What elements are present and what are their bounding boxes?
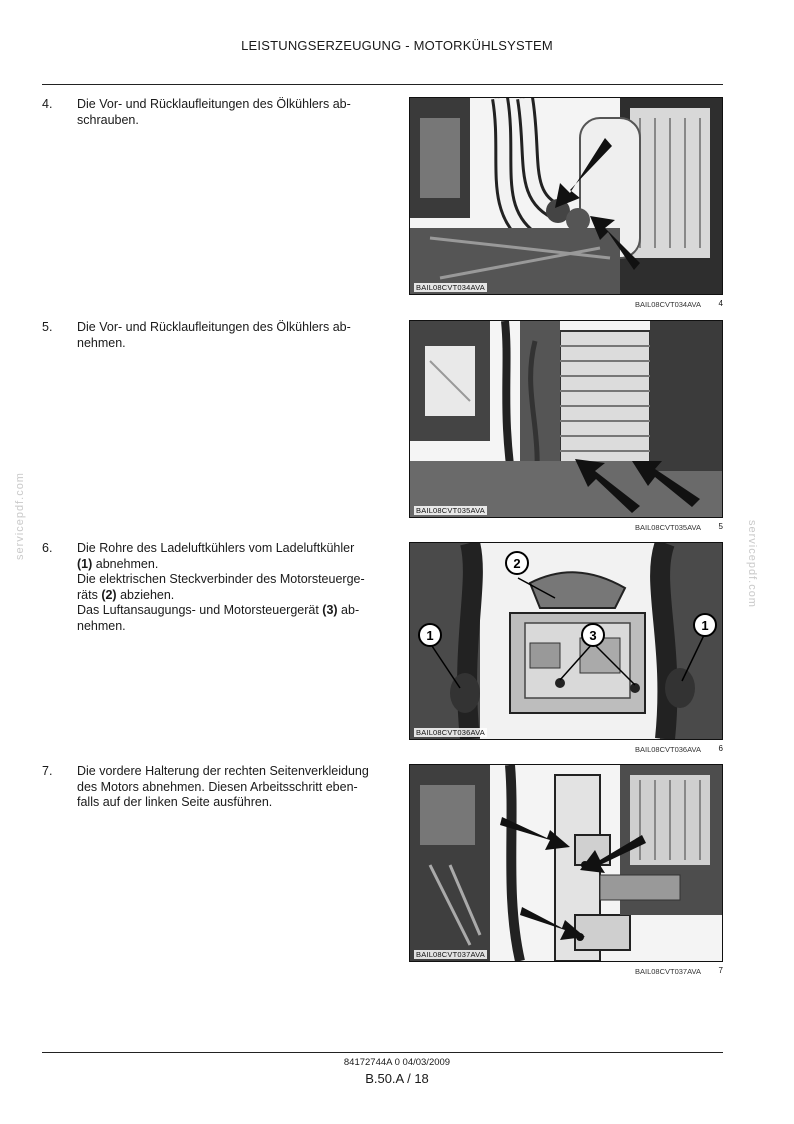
step-text: Die Vor- und Rücklaufleitungen des Ölküh…	[77, 320, 387, 351]
step-line: nehmen.	[77, 618, 126, 633]
step-line: Die Vor- und Rücklaufleitungen des Ölküh…	[77, 97, 351, 111]
step-line: Das Luftansaugungs- und Motorsteuergerät…	[77, 603, 360, 617]
footer-document-reference: 84172744A 0 04/03/2009	[343, 1057, 451, 1068]
step-line: Die Rohre des Ladeluftkühlers vom Ladelu…	[77, 541, 355, 555]
step-line: falls auf der linken Seite ausführen.	[77, 795, 273, 809]
step-line: räts (2) abziehen.	[77, 587, 175, 602]
photo-code: BAIL08CVT036AVA	[414, 728, 488, 737]
callout-reference: (3)	[322, 603, 338, 617]
step-text: Die vordere Halterung der rechten Seiten…	[77, 764, 387, 811]
header-rule	[42, 84, 723, 85]
oil-cooler-removal-illustration	[410, 321, 722, 517]
step-line: Die Vor- und Rücklaufleitungen des Ölküh…	[77, 320, 351, 334]
photo-code: BAIL08CVT034AVA	[414, 283, 488, 292]
callout-label: 2	[513, 556, 520, 571]
intercooler-ecu-illustration: 1 2 3 1	[410, 543, 722, 739]
page-header-title: LEISTUNGSERZEUGUNG - MOTORKÜHLSYSTEM	[241, 38, 553, 53]
step-number: 6.	[42, 541, 53, 555]
side-panel-bracket-illustration	[410, 765, 722, 961]
callout-reference: (1)	[77, 556, 93, 571]
footer-page-number: B.50.A / 18	[365, 1071, 429, 1086]
figure-7: BAIL08CVT037AVA BAIL08CVT037AVA 7	[409, 764, 723, 979]
step-line: nehmen.	[77, 335, 126, 350]
step-number: 7.	[42, 764, 53, 778]
step-line: Die vordere Halterung der rechten Seiten…	[77, 764, 369, 778]
step-line: schrauben.	[77, 112, 139, 127]
callout-label: 1	[426, 628, 433, 643]
step-number: 4.	[42, 97, 53, 111]
step-number: 5.	[42, 320, 53, 334]
figure-photo: BAIL08CVT037AVA	[409, 764, 723, 962]
figure-photo: 1 2 3 1 BAIL08CVT036AVA	[409, 542, 723, 740]
figure-4: BAIL08CVT034AVA BAIL08CVT034AVA 4	[409, 97, 723, 312]
watermark-right: servicepdf.com	[746, 520, 758, 608]
photo-code: BAIL08CVT037AVA	[414, 950, 488, 959]
step-line: des Motors abnehmen. Diesen Arbeitsschri…	[77, 779, 358, 794]
figure-number: 4	[718, 299, 723, 308]
figure-photo: BAIL08CVT035AVA	[409, 320, 723, 518]
step-line: Die elektrischen Steckverbinder des Moto…	[77, 572, 365, 586]
figure-caption: BAIL08CVT037AVA	[634, 967, 701, 976]
step-text: Die Vor- und Rücklaufleitungen des Ölküh…	[77, 97, 387, 128]
figure-number: 7	[718, 966, 723, 975]
figure-caption: BAIL08CVT035AVA	[634, 523, 701, 532]
watermark-left: servicepdf.com	[14, 472, 26, 560]
figure-5: BAIL08CVT035AVA BAIL08CVT035AVA 5	[409, 320, 723, 535]
footer-rule	[42, 1052, 723, 1053]
callout-label: 1	[701, 618, 708, 633]
figure-number: 6	[718, 744, 723, 753]
callout-label: 3	[589, 628, 596, 643]
oil-cooler-lines-illustration	[410, 98, 722, 294]
step-text: Die Rohre des Ladeluftkühlers vom Ladelu…	[77, 541, 387, 634]
photo-code: BAIL08CVT035AVA	[414, 506, 488, 515]
figure-caption: BAIL08CVT036AVA	[634, 745, 701, 754]
figure-caption: BAIL08CVT034AVA	[634, 300, 701, 309]
step-line: (1) abnehmen.	[77, 556, 159, 571]
figure-6: 1 2 3 1 BAIL08CVT036AVA BAIL08CVT036AVA …	[409, 542, 723, 757]
figure-number: 5	[718, 522, 723, 531]
figure-photo: BAIL08CVT034AVA	[409, 97, 723, 295]
callout-reference: (2)	[101, 587, 117, 602]
